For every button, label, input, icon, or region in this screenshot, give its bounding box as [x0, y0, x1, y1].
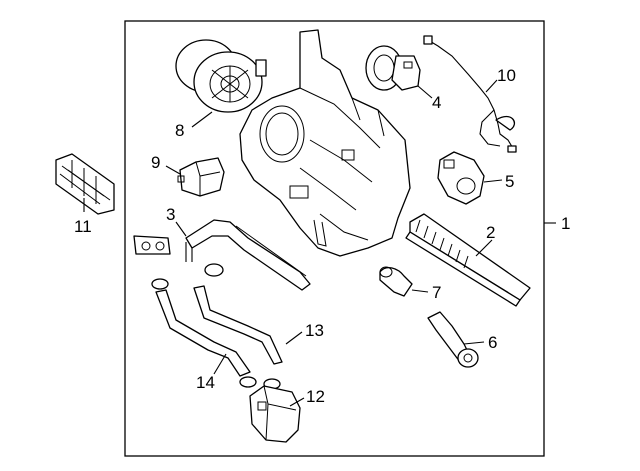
part-8-blower-motor: [175, 39, 267, 113]
callout-2: 2: [486, 223, 495, 242]
callout-13: 13: [305, 321, 324, 340]
part-14-hose: [155, 289, 251, 377]
callout-6: 6: [488, 333, 497, 352]
part-5-servo: [437, 151, 485, 205]
leader-7: [411, 289, 429, 293]
part-1-main-case: [239, 29, 411, 257]
leader-2: [475, 239, 493, 257]
callout-8: 8: [175, 121, 184, 140]
callout-12: 12: [306, 387, 325, 406]
assembly-frame: [124, 20, 545, 457]
callout-10: 10: [497, 66, 516, 85]
leader-4: [417, 85, 433, 99]
leader-6: [463, 341, 485, 345]
leader-14: [213, 353, 227, 375]
leader-12: [289, 397, 305, 407]
part-12-valve: [249, 385, 301, 443]
callout-14: 14: [196, 373, 215, 392]
part-10-wire-harness: [423, 35, 517, 153]
callout-9: 9: [151, 153, 160, 172]
leader-13: [285, 331, 303, 345]
leader-8: [191, 111, 213, 128]
callout-5: 5: [505, 172, 514, 191]
part-13-hose: [193, 285, 283, 365]
hose-clamps: [151, 263, 281, 390]
callout-4: 4: [432, 93, 441, 112]
callout-7: 7: [432, 283, 441, 302]
part-7-sensor: [379, 266, 413, 297]
part-6-bracket: [427, 311, 479, 368]
part-2-heater-core: [405, 213, 531, 307]
leader-10: [485, 79, 498, 93]
part-3-pipe: [185, 219, 311, 291]
part-11-filter: [55, 153, 115, 215]
callout-11: 11: [74, 217, 92, 236]
callout-1: 1: [561, 214, 570, 233]
clamp-bracket: [133, 235, 171, 255]
leader-9: [165, 165, 181, 175]
leader-5: [483, 179, 503, 183]
part-9-resistor: [177, 157, 225, 197]
callout-3: 3: [166, 205, 175, 224]
leader-3: [175, 221, 187, 237]
part-4-actuator: [365, 45, 421, 91]
